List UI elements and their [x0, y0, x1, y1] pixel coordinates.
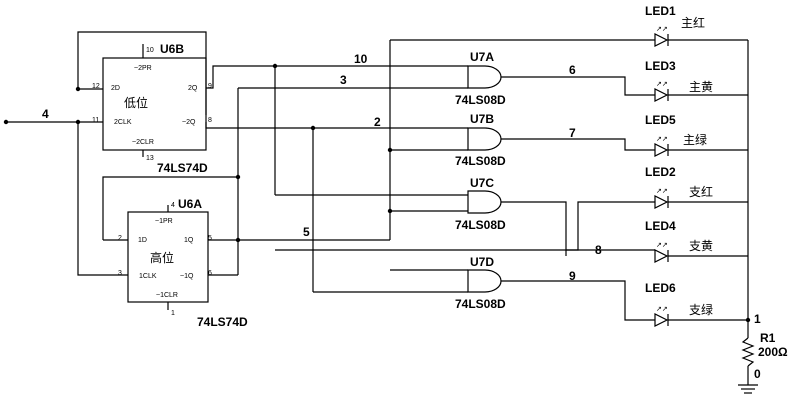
net-6: 6	[569, 63, 576, 77]
led-6: ↗↗ LED6 支绿	[645, 281, 713, 327]
svg-text:↗↗: ↗↗	[656, 306, 668, 313]
led-1-ref: LED1	[645, 4, 676, 18]
net-1: 1	[754, 312, 761, 326]
led-3-ref: LED3	[645, 59, 676, 73]
led-5-label: 主绿	[683, 132, 707, 147]
gate-u7b-ref: U7B	[470, 112, 494, 126]
led-6-label: 支绿	[689, 302, 713, 317]
net-7: 7	[569, 126, 576, 140]
resistor-value: 200Ω	[758, 345, 788, 359]
gate-u7d: U7D 74LS08D	[455, 255, 506, 311]
u6a-part: 74LS74D	[197, 315, 248, 329]
net-5: 5	[303, 225, 310, 239]
led-6-ref: LED6	[645, 281, 676, 295]
u6b-function-label: 低位	[124, 95, 148, 110]
gate-u7c-part: 74LS08D	[455, 218, 506, 232]
u6a-qn-num: 6	[208, 270, 212, 277]
gate-u7c: U7C 74LS08D	[455, 176, 506, 232]
u6a-d-num: 2	[118, 235, 122, 242]
u6b-ref: U6B	[160, 42, 184, 56]
svg-text:↗↗: ↗↗	[656, 81, 668, 88]
resistor-r1: R1 200Ω	[758, 331, 788, 359]
u6b-pr-label: ~2PR	[134, 65, 152, 72]
led-4-ref: LED4	[645, 219, 676, 233]
leds: ↗↗ LED1 主红 ↗↗ LED3 主黄 ↗↗ LED5 主绿 ↗↗ LED2…	[645, 4, 713, 327]
gate-u7a-part: 74LS08D	[455, 93, 506, 107]
gate-u7a: U7A 74LS08D	[455, 50, 506, 107]
flipflop-u6a: U6A 4 ~1PR 1D 2 1CLK 3 1Q 5 ~1Q 6 ~1CLR …	[118, 197, 248, 329]
u6a-q-num: 5	[208, 235, 212, 242]
net-labels: 4 10 3 2 5 6 7 8 9 1 0	[42, 52, 761, 381]
flipflop-u6b: U6B 10 ~2PR 2D 12 2CLK 11 2Q 9 ~2Q 8 ~2C…	[92, 42, 212, 175]
net-0: 0	[754, 367, 761, 381]
u6a-clk-label: 1CLK	[139, 273, 157, 280]
gate-u7d-ref: U7D	[470, 255, 494, 269]
and-gates: U7A 74LS08D U7B 74LS08D U7C 74LS08D U7D …	[455, 50, 506, 311]
led-3: ↗↗ LED3 主黄	[645, 59, 713, 102]
led-5: ↗↗ LED5 主绿	[645, 113, 707, 157]
led-3-label: 主黄	[689, 80, 713, 94]
u6a-clr-label: ~1CLR	[156, 292, 178, 299]
led-2: ↗↗ LED2 支红	[645, 165, 713, 209]
u6b-d-label: 2D	[111, 85, 120, 92]
gate-u7b: U7B 74LS08D	[455, 112, 506, 168]
u6a-pr-label: ~1PR	[155, 218, 173, 225]
u6a-clr-num: 1	[171, 310, 175, 317]
u6a-d-label: 1D	[138, 237, 147, 244]
u6a-ref: U6A	[178, 197, 202, 211]
u6b-pr-num: 10	[146, 47, 154, 54]
u6b-qn-label: ~2Q	[182, 119, 196, 126]
u6b-clk-label: 2CLK	[114, 119, 132, 126]
svg-text:↗↗: ↗↗	[656, 188, 668, 195]
net-8: 8	[595, 243, 602, 257]
gate-u7a-ref: U7A	[470, 50, 494, 64]
u6a-q-label: 1Q	[184, 237, 194, 244]
resistor-ref: R1	[760, 331, 776, 345]
led-2-ref: LED2	[645, 165, 676, 179]
u6b-clk-num: 11	[92, 117, 99, 124]
svg-text:↗↗: ↗↗	[656, 242, 668, 249]
gate-u7c-ref: U7C	[470, 176, 494, 190]
led-1-label: 主红	[681, 15, 705, 30]
wires	[6, 31, 758, 394]
u6a-pr-num: 4	[171, 202, 175, 209]
u6a-qn-label: ~1Q	[180, 273, 194, 280]
led-1: ↗↗ LED1 主红	[645, 4, 705, 47]
u6b-d-num: 12	[92, 83, 100, 90]
u6b-clr-num: 13	[146, 155, 154, 162]
gate-u7b-part: 74LS08D	[455, 154, 506, 168]
net-3: 3	[340, 73, 347, 87]
u6b-part: 74LS74D	[157, 161, 208, 175]
led-5-ref: LED5	[645, 113, 676, 127]
svg-text:↗↗: ↗↗	[656, 136, 668, 143]
led-4: ↗↗ LED4 支黄	[645, 219, 713, 263]
svg-text:↗↗: ↗↗	[656, 26, 668, 33]
net-2: 2	[374, 115, 381, 129]
u6b-q-label: 2Q	[188, 85, 198, 92]
u6b-clr-label: ~2CLR	[132, 139, 154, 146]
led-2-label: 支红	[689, 184, 713, 199]
u6a-clk-num: 3	[118, 270, 122, 277]
u6b-qn-num: 8	[208, 117, 212, 124]
u6a-function-label: 高位	[150, 250, 174, 265]
net-4: 4	[42, 107, 49, 121]
u6b-q-num: 9	[208, 83, 212, 90]
led-4-label: 支黄	[689, 239, 713, 253]
net-9: 9	[569, 269, 576, 283]
gate-u7d-part: 74LS08D	[455, 297, 506, 311]
junction-dots	[3, 63, 751, 323]
net-10: 10	[354, 52, 368, 66]
